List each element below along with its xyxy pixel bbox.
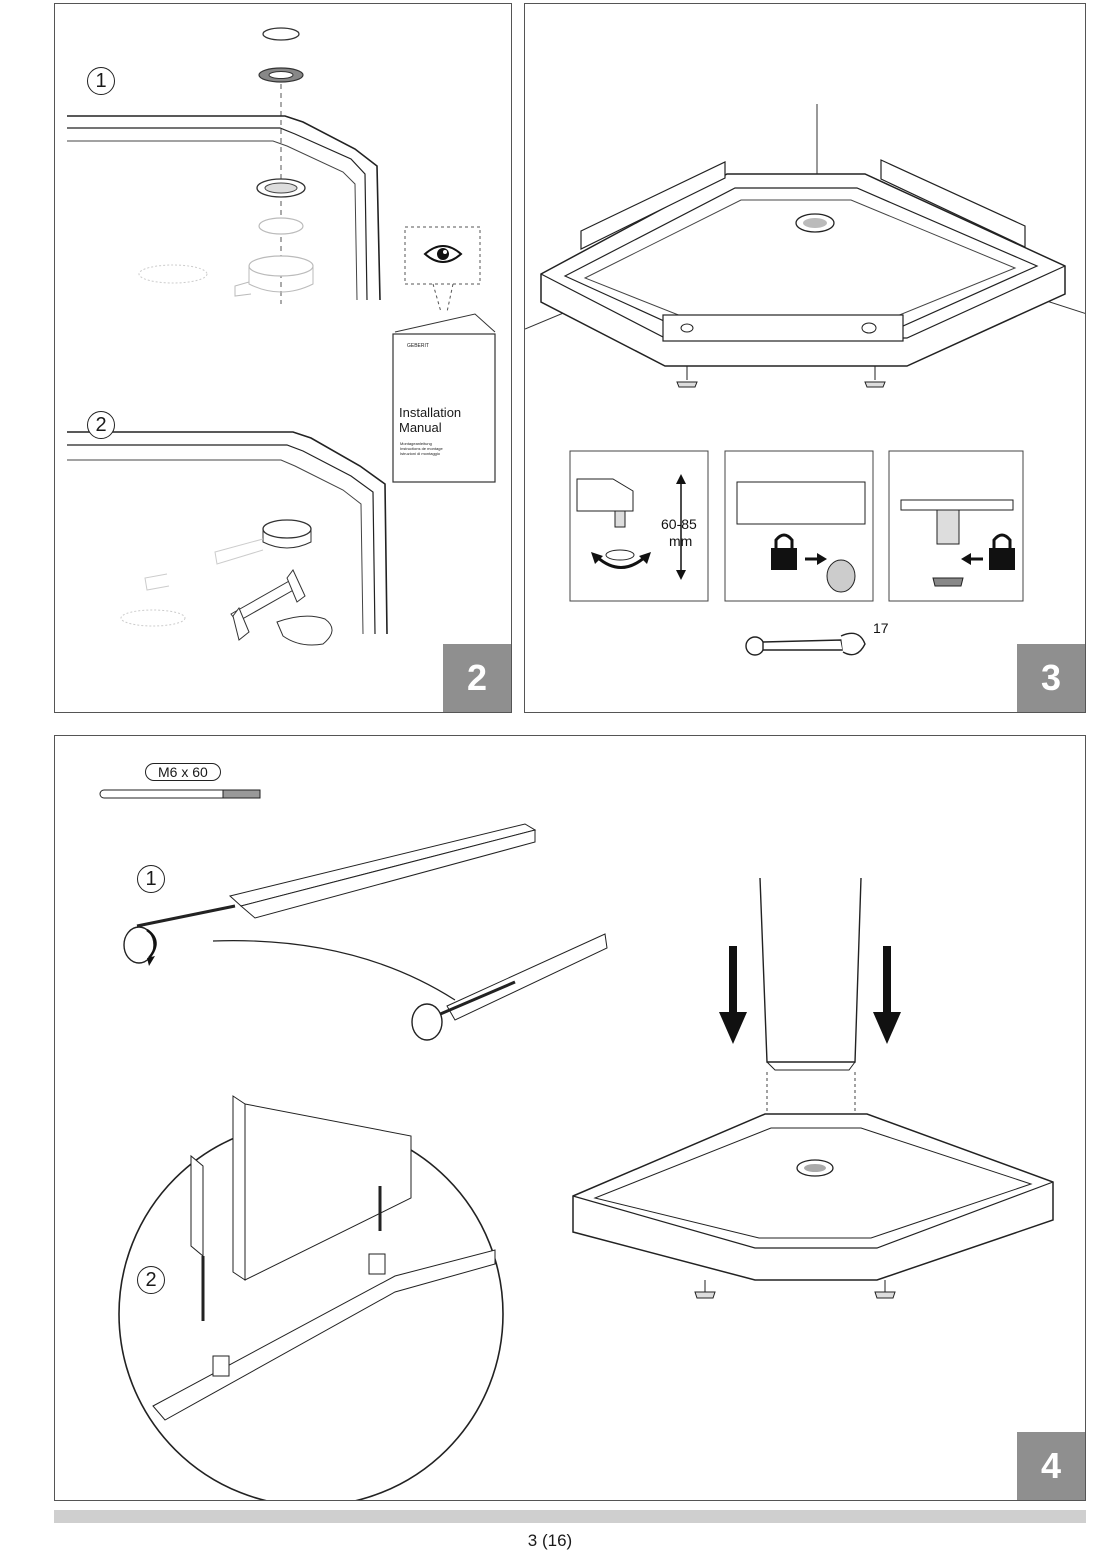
height-range: 60-85 (661, 516, 697, 532)
spirit-level-icon (580, 159, 1026, 342)
substep-2: 2 (137, 1266, 165, 1294)
substep-1: 1 (87, 67, 115, 95)
substep-1: 1 (137, 865, 165, 893)
panel-step-2: GEBERIT Installation Manual Montageanlei… (54, 3, 512, 713)
manual-brand: GEBERIT (407, 343, 429, 349)
step-number-badge: 4 (1017, 1432, 1085, 1500)
panel-2-illustration (67, 27, 496, 646)
bolt-spec-label: M6 x 60 (145, 763, 221, 781)
manual-title-line2: Manual (399, 420, 442, 435)
eye-icon (423, 245, 463, 263)
wrench-size: 17 (873, 620, 889, 636)
wrench-icon (745, 632, 866, 656)
padlock-icon-2 (989, 533, 1015, 570)
panel-3-illustration (525, 104, 1085, 656)
footer-bar (54, 1510, 1086, 1523)
step-number-badge: 3 (1017, 644, 1085, 712)
substep-2: 2 (87, 411, 115, 439)
manual-title-line1: Installation (399, 405, 462, 420)
panel-step-4: M6 x 60 (54, 735, 1086, 1501)
down-arrow-icon (719, 946, 901, 1044)
padlock-icon (771, 533, 797, 570)
hacksaw-icon (230, 569, 333, 646)
step-number-badge: 2 (443, 644, 511, 712)
panel-step-3: 60-85 mm 17 3 (524, 3, 1086, 713)
screwdriver-rotate-icon (123, 926, 157, 966)
page-number: 3 (16) (527, 1531, 573, 1550)
height-unit: mm (669, 533, 693, 549)
panel-4-illustration (99, 789, 1054, 1500)
manual-subtitle: Montageanleitung Instructions de montage… (400, 441, 443, 456)
rotate-arrow-icon (591, 549, 651, 569)
